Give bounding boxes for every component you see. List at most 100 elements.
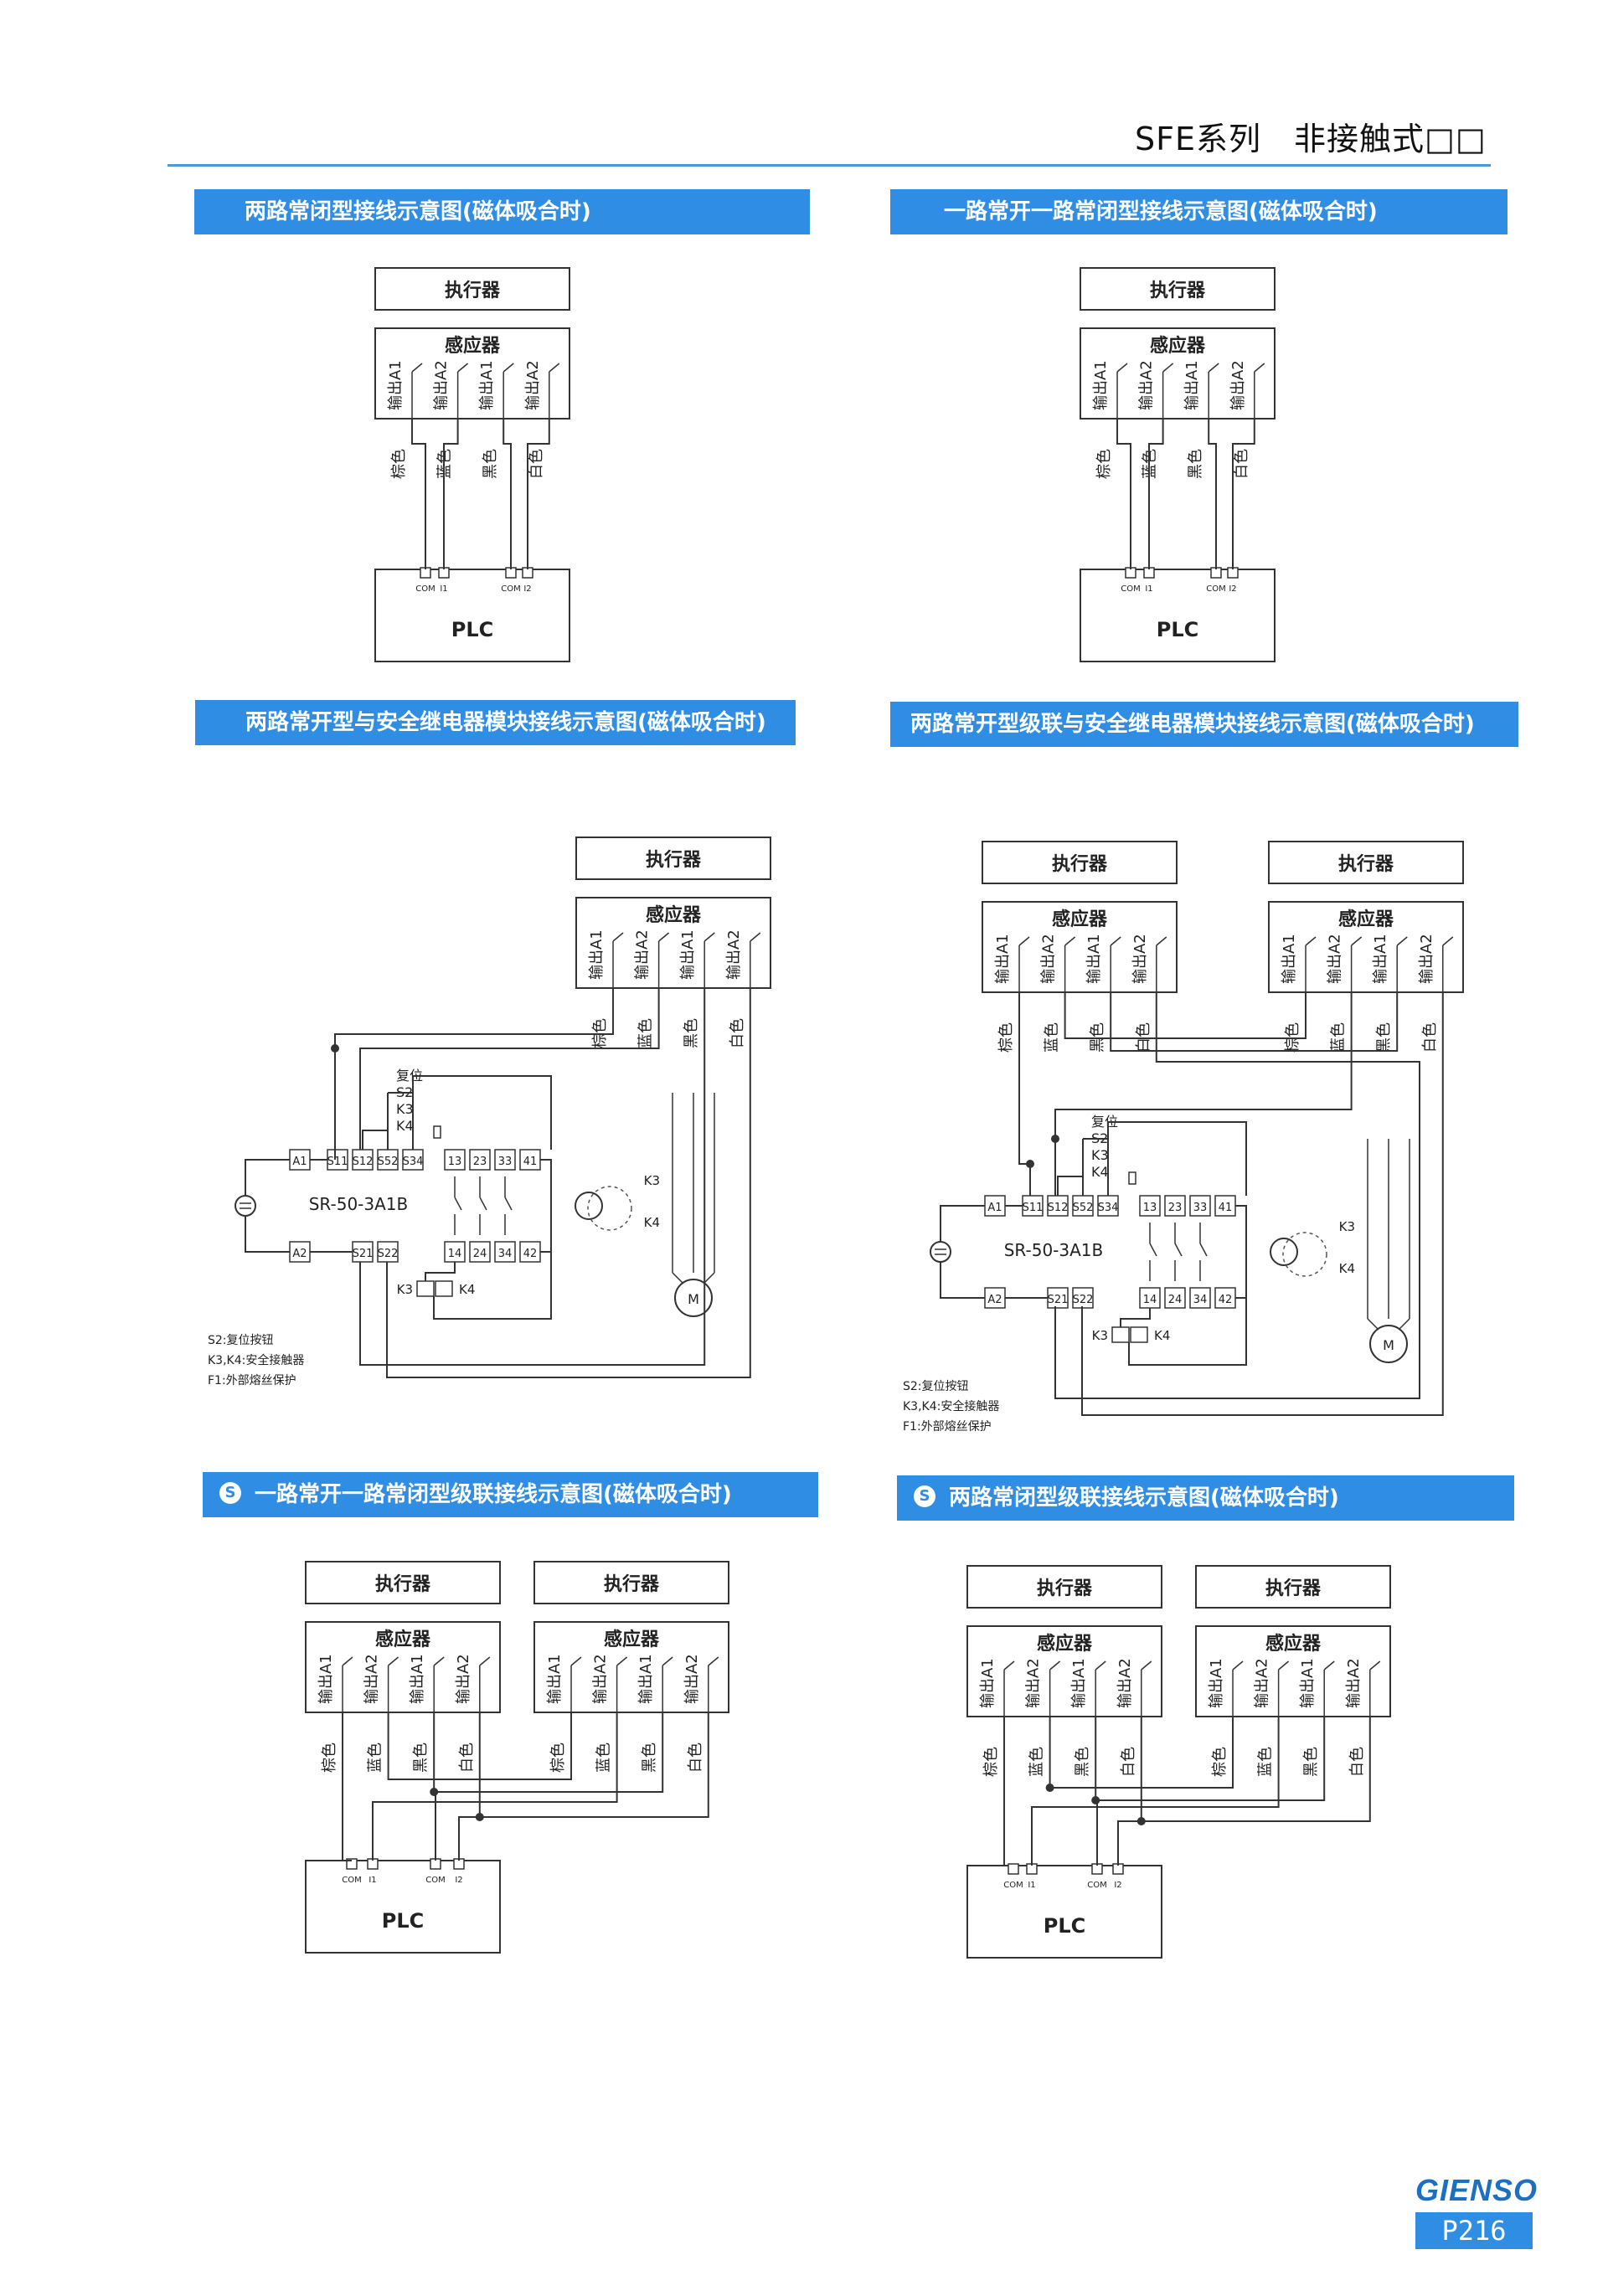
sensor-box xyxy=(1268,901,1464,993)
relay-terminal xyxy=(1047,1195,1069,1217)
wire-color-label: 蓝色 xyxy=(367,1743,384,1773)
wire-color-label: 棕色 xyxy=(549,1743,567,1773)
wire xyxy=(1095,1799,1098,1866)
reset-wire xyxy=(1107,1121,1247,1196)
legend-note: F1:外部熔丝保护 xyxy=(903,1420,992,1434)
coil-k4 xyxy=(1130,1326,1148,1343)
wire xyxy=(1018,992,1031,1196)
contact-blade xyxy=(1095,1660,1106,1671)
coil-wire xyxy=(1128,1298,1247,1366)
sensor-output-label: 输出A1 xyxy=(1281,934,1298,984)
banner-s2-title: 一路常开一路常闭型接线示意图(磁体吸合时) xyxy=(944,199,1378,224)
relay-terminal xyxy=(1214,1287,1236,1309)
contactor-k4-label: K4 xyxy=(1339,1261,1355,1276)
banner-s2: 一路常开一路常闭型接线示意图(磁体吸合时) xyxy=(890,189,1508,234)
wire xyxy=(1081,992,1444,1416)
plc-terminal-label: COM xyxy=(1087,1881,1106,1890)
wire-color-label: 白色 xyxy=(687,1743,704,1773)
plc-terminal-label: COM xyxy=(342,1876,361,1885)
sensor-output-label: 输出A1 xyxy=(588,929,606,980)
indicator-lamp-icon xyxy=(1270,1238,1298,1266)
contact-blade xyxy=(708,1656,719,1666)
relay-terminal xyxy=(1164,1287,1186,1309)
actuator-label: 执行器 xyxy=(646,849,702,871)
fuse-f1 xyxy=(1128,1171,1136,1185)
legend-note: S2:复位按钮 xyxy=(208,1333,274,1347)
relay-terminal-label: 14 xyxy=(448,1248,462,1260)
relay-terminal-label: A2 xyxy=(292,1248,307,1260)
relay-terminal-label: 33 xyxy=(1193,1202,1208,1214)
relay-terminal-label: S21 xyxy=(353,1248,374,1260)
sensor-output-label: 输出A2 xyxy=(1345,1658,1363,1708)
contact-blade xyxy=(342,1656,353,1666)
plc-box xyxy=(966,1865,1162,1959)
sensor-output-label: 输出A1 xyxy=(387,360,405,410)
relay-terminal xyxy=(327,1149,348,1171)
wire-color-label: 黑色 xyxy=(1074,1747,1091,1777)
junction-dot xyxy=(1136,1817,1146,1825)
contact-blade xyxy=(1141,1660,1152,1671)
sensor-label: 感应器 xyxy=(646,904,702,926)
plc-terminal-label: I1 xyxy=(440,584,447,594)
legend-note: K3,K4:安全接触器 xyxy=(903,1399,999,1413)
contact-blade xyxy=(1323,1660,1335,1671)
relay-terminal xyxy=(444,1149,466,1171)
relay-terminal-label: 34 xyxy=(1193,1294,1208,1306)
sensor-output-label: 输出A2 xyxy=(1040,934,1058,984)
sensor-output-label: 输出A1 xyxy=(1208,1658,1225,1708)
sensor-output-label: 输出A2 xyxy=(683,1654,701,1704)
actuator-box xyxy=(374,267,570,311)
relay-terminal-label: S12 xyxy=(353,1156,374,1168)
wire-color-label: 棕色 xyxy=(1211,1747,1229,1777)
sensor-output-label: 输出A2 xyxy=(1131,934,1149,984)
power-line xyxy=(672,1272,684,1284)
reset-wire xyxy=(1057,1176,1084,1196)
relay-terminal-label: 42 xyxy=(1219,1294,1233,1306)
contact-blade xyxy=(662,1656,673,1666)
actuator-label: 执行器 xyxy=(375,1573,431,1595)
dashed-boundary xyxy=(1282,1232,1327,1277)
sensor-label: 感应器 xyxy=(1338,909,1394,930)
wire-color-label: 棕色 xyxy=(982,1747,1000,1777)
relay-terminal xyxy=(1189,1195,1211,1217)
sensor-box xyxy=(982,901,1178,993)
sensor-output-label: 输出A2 xyxy=(1025,1658,1043,1708)
dashed-boundary xyxy=(587,1186,632,1231)
relay-terminal-label: S21 xyxy=(1048,1294,1069,1306)
wire-color-label: 白色 xyxy=(1348,1747,1366,1777)
wire-color-label: 白色 xyxy=(1120,1747,1137,1777)
relay-terminal xyxy=(469,1241,491,1263)
wire xyxy=(1148,419,1164,569)
plc-terminal-label: I1 xyxy=(1028,1881,1035,1890)
wire xyxy=(502,419,512,569)
section-s-icon: S xyxy=(914,1485,935,1507)
relay-terminal xyxy=(494,1241,516,1263)
relay-terminal-label: 33 xyxy=(498,1156,513,1168)
wire-color-label: 棕色 xyxy=(997,1022,1015,1053)
wire-color-label: 黑色 xyxy=(1375,1022,1393,1053)
contact-blade xyxy=(1254,363,1265,373)
wire-color-label: 棕色 xyxy=(390,449,408,479)
plc-terminal-label: COM xyxy=(1206,584,1225,594)
wire-color-label: 蓝色 xyxy=(436,449,454,479)
relay-model-label: SR-50-3A1B xyxy=(1004,1240,1104,1260)
wire xyxy=(411,419,426,569)
sensor-box xyxy=(374,327,570,420)
contact-blade xyxy=(570,1656,582,1666)
wire xyxy=(1054,992,1353,1196)
relay-terminal xyxy=(1047,1287,1069,1309)
relay-terminal-label: 41 xyxy=(523,1156,538,1168)
relay-contact xyxy=(504,1197,513,1211)
coil-k3 xyxy=(1111,1326,1130,1343)
sensor-label: 感应器 xyxy=(1037,1633,1093,1655)
relay-terminal xyxy=(402,1149,424,1171)
sensor-output-label: 输出A1 xyxy=(1092,360,1110,410)
plc-label: PLC xyxy=(451,618,494,641)
contact-blade xyxy=(457,363,469,373)
page-number: P216 xyxy=(1415,2212,1533,2249)
relay-terminal-label: A2 xyxy=(987,1294,1002,1306)
indicator-lamp-icon xyxy=(575,1192,603,1220)
k3-label: K3 xyxy=(396,1101,414,1117)
sensor-output-label: 输出A2 xyxy=(725,929,743,980)
